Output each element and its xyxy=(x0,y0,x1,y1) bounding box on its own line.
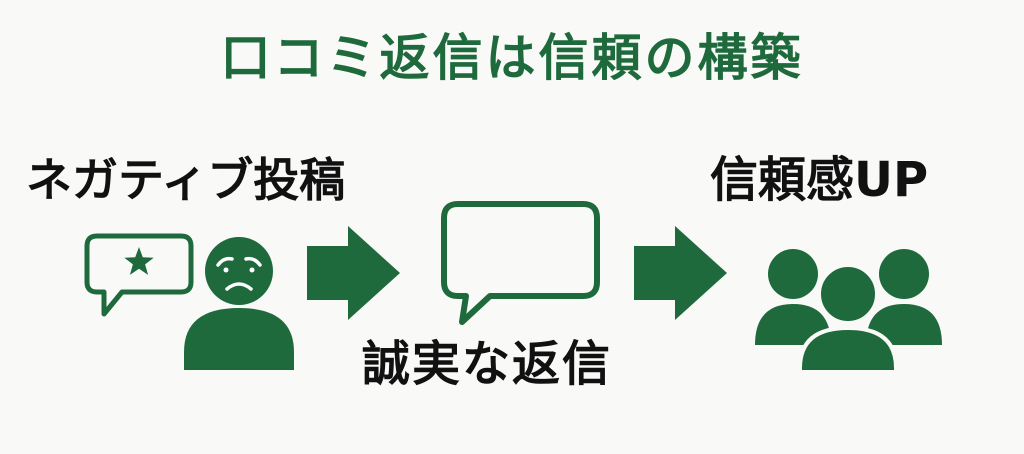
people-group-icon xyxy=(755,249,942,374)
sad-person-icon xyxy=(184,237,294,370)
speech-bubble-icon xyxy=(441,201,600,325)
sincere-reply-label: 誠実な返信 xyxy=(362,336,613,392)
right-arrow-icon xyxy=(634,226,727,320)
trust-up-label: 信頼感UP xyxy=(710,152,929,208)
star-speech-bubble-icon xyxy=(84,233,194,317)
star-icon xyxy=(124,247,154,275)
right-arrow-icon xyxy=(307,226,400,320)
sad-face-icon xyxy=(216,256,262,291)
negative-post-label: ネガティブ投稿 xyxy=(26,153,346,207)
diagram-title: 口コミ返信は信頼の構築 xyxy=(220,29,804,87)
